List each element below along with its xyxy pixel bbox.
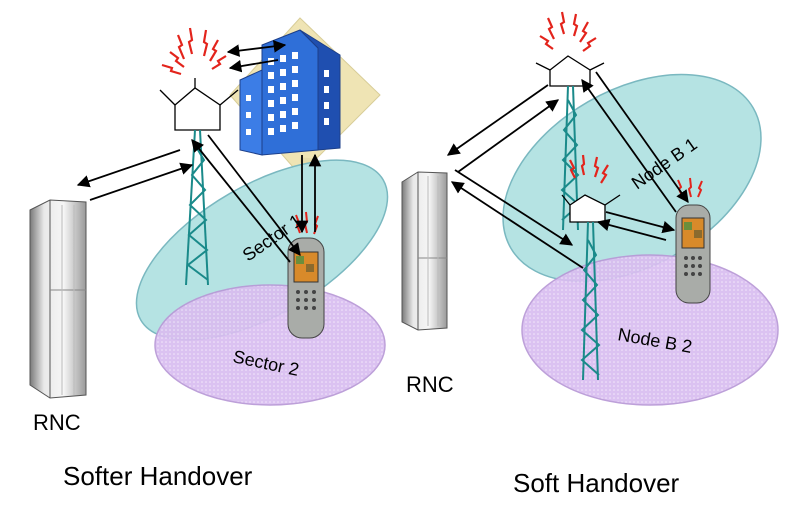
antenna-icon [561,194,621,223]
antenna-icon [535,55,605,87]
rnc-rack-icon [29,199,87,399]
link-arrows [446,71,689,269]
building-icon [229,17,381,194]
tower-icon [580,221,601,381]
rnc-rack-icon [401,171,448,331]
left-rnc-label: RNC [33,410,81,435]
mobile-phone-icon [675,204,711,304]
right-rnc-label: RNC [406,372,454,397]
soft-handover-panel: Node B 1 Node B 2 RNC Soft Handover [401,11,779,498]
soft-handover-title: Soft Handover [513,468,680,498]
mobile-phone-icon [287,237,325,339]
signal-icon [161,27,227,76]
tower-icon [185,129,209,286]
link-arrows [76,40,322,263]
sector-2-cell [154,284,386,406]
antenna-icon [159,78,239,131]
softer-handover-title: Softer Handover [63,461,253,491]
signal-icon [539,11,597,52]
softer-handover-panel: Sector 1 Sector 2 RNC Softer Handover [29,17,389,491]
signal-icon [569,154,609,184]
